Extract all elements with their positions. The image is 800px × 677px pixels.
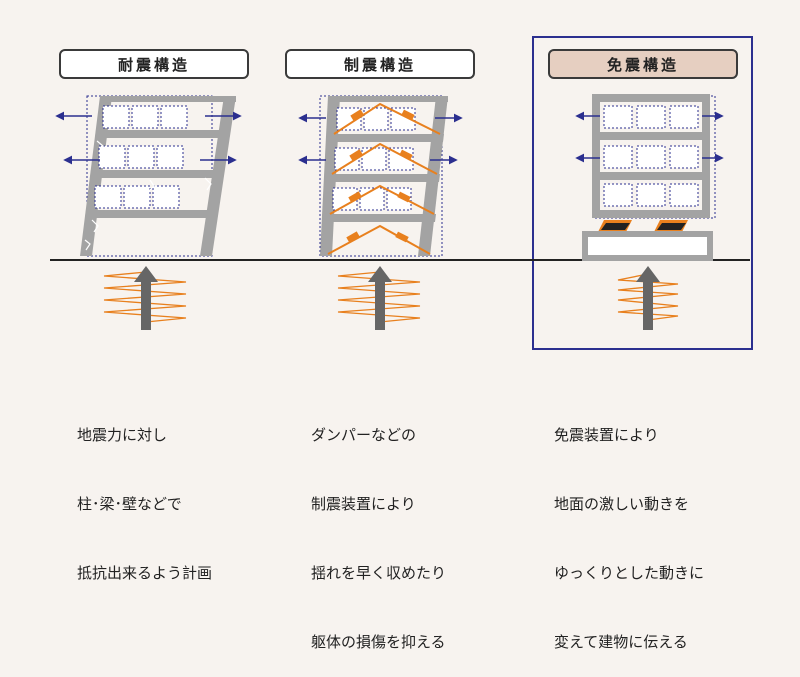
description-line: 柱･梁･壁などで <box>77 495 182 513</box>
description-line: 地面の激しい動きを <box>554 495 690 513</box>
highlight-frame <box>532 36 753 350</box>
description-line: ゆっくりとした動きに <box>554 564 705 582</box>
seismic-wave-1 <box>103 266 187 330</box>
description-vibration-control: ダンパーなどの 制震装置により 揺れを早く収めたり 躯体の損傷を抑える <box>311 378 446 677</box>
diagram-canvas <box>50 36 753 350</box>
description-line: 地震力に対し <box>77 426 168 444</box>
description-base-isolation: 免震装置により 地面の激しい動きを ゆっくりとした動きに 変えて建物に伝える <box>554 378 704 677</box>
base-isolation-building <box>575 94 724 261</box>
isolator-devices <box>598 220 688 232</box>
description-line: 躯体の損傷を抑える <box>311 633 446 651</box>
seismic-wave-2 <box>337 266 421 330</box>
seismic-wave-3 <box>617 266 679 330</box>
label-vibration-control: 制震構造 <box>285 49 475 79</box>
description-line: 免震装置により <box>554 426 659 444</box>
label-base-isolation: 免震構造 <box>548 49 738 79</box>
description-line: ダンパーなどの <box>311 426 417 444</box>
vibration-control-building <box>298 95 463 257</box>
earthquake-resistant-building <box>55 95 242 257</box>
description-line: 変えて建物に伝える <box>554 633 688 651</box>
description-line: 揺れを早く収めたり <box>311 564 447 582</box>
description-earthquake-resistant: 地震力に対し 柱･梁･壁などで 抵抗出来るよう計画 <box>77 378 212 608</box>
label-earthquake-resistant: 耐震構造 <box>59 49 249 79</box>
damper-braces <box>327 102 441 255</box>
description-line: 抵抗出来るよう計画 <box>77 564 213 582</box>
damper-devices <box>346 109 415 243</box>
description-line: 制震装置により <box>311 495 416 513</box>
